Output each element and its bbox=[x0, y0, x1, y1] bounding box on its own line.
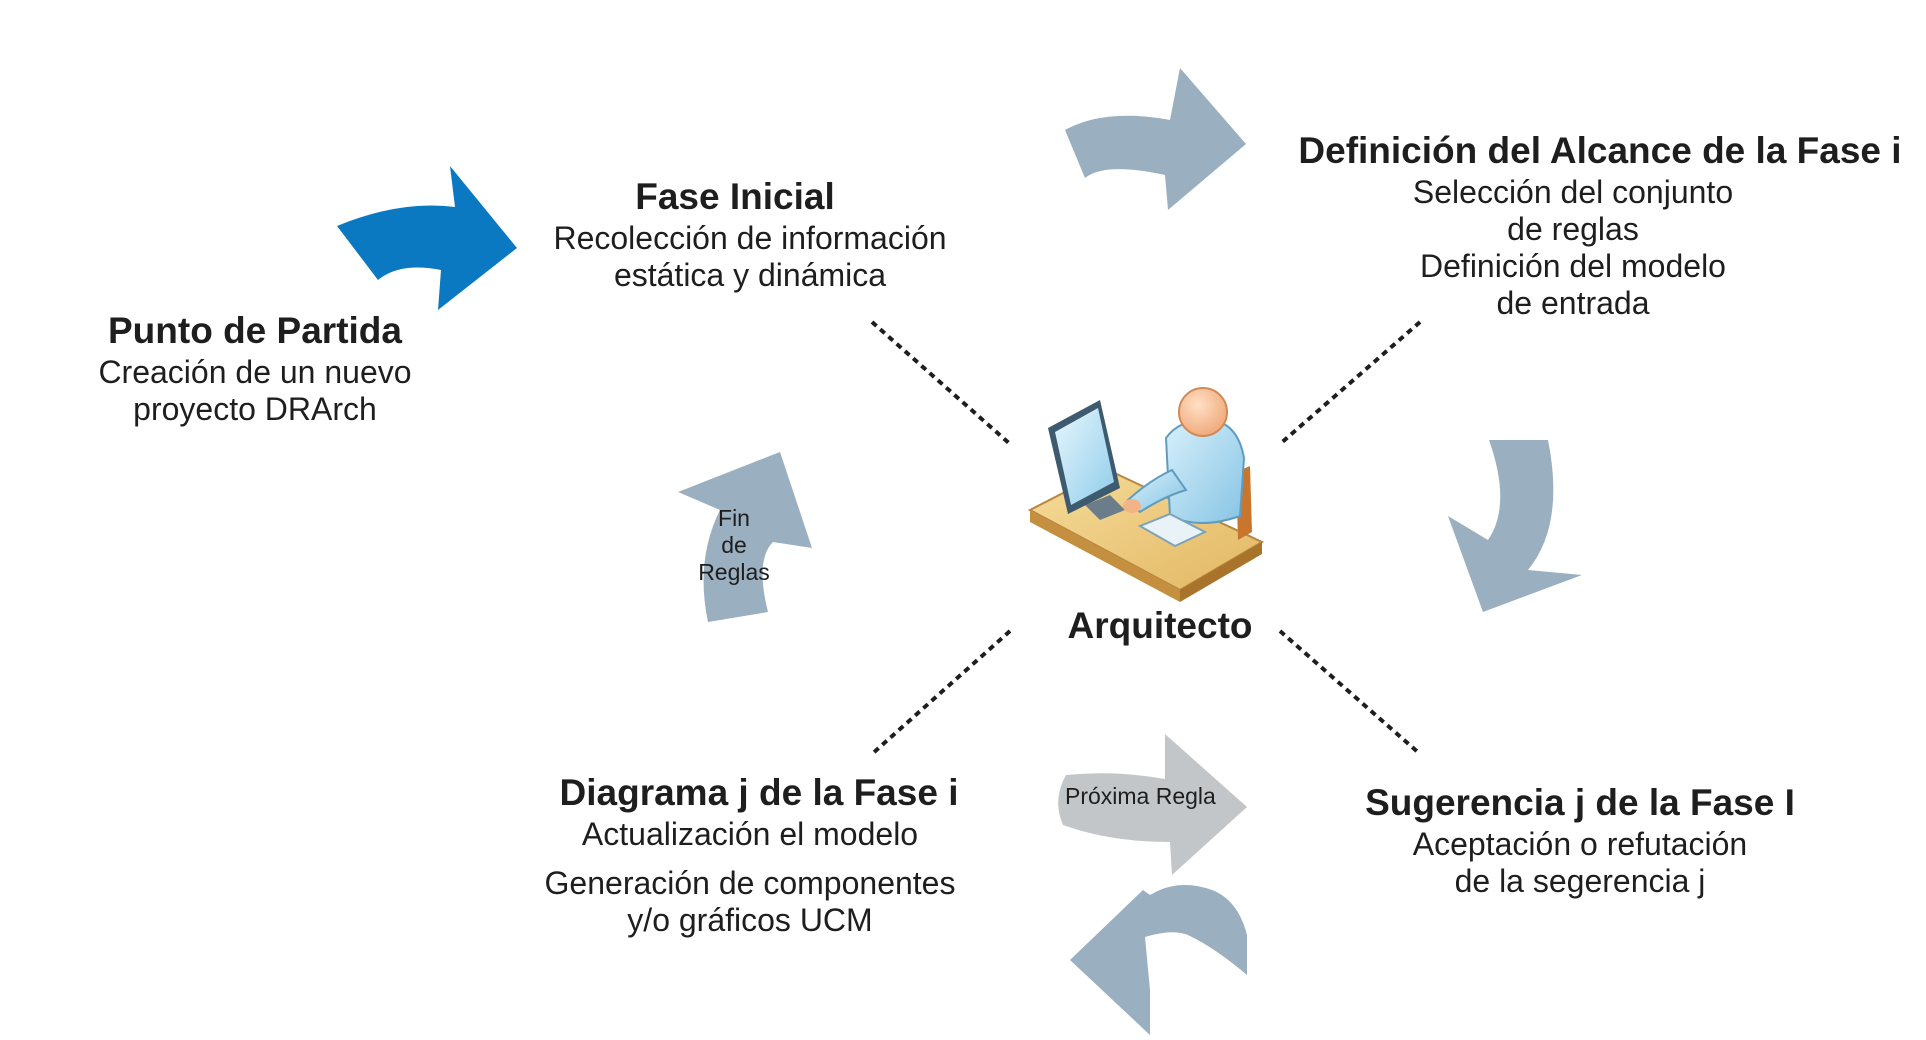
suggestion-line-2: de la segerencia j bbox=[1454, 863, 1706, 899]
scope-definition-line-3: Definición del modelo bbox=[1420, 248, 1726, 284]
diagram-line-1: Actualización el modelo bbox=[581, 816, 919, 852]
end-of-rules-word-3: Reglas bbox=[698, 559, 770, 585]
to-suggestion-arrow bbox=[1448, 440, 1582, 612]
architect-label: Arquitecto bbox=[1067, 605, 1253, 646]
architect-at-computer-icon bbox=[1027, 387, 1265, 602]
start-arrow bbox=[337, 166, 517, 310]
next-rule-label: Próxima Regla bbox=[1065, 783, 1216, 809]
architect-label-block: Arquitecto bbox=[1040, 603, 1280, 649]
end-of-rules-word-1: Fin bbox=[718, 505, 750, 531]
scope-definition-block: Definición del Alcance de la Fase i Sele… bbox=[1280, 128, 1920, 322]
initial-phase-block: Fase Inicial Recolección de información … bbox=[530, 174, 970, 294]
to-diagram-arrow bbox=[1070, 885, 1247, 1035]
diagram-title: Diagrama j de la Fase i bbox=[559, 772, 959, 813]
connector-initial bbox=[870, 320, 1012, 446]
suggestion-block: Sugerencia j de la Fase I Aceptación o r… bbox=[1340, 780, 1820, 900]
initial-phase-line-2: estática y dinámica bbox=[613, 257, 887, 293]
scope-definition-line-4: de entrada bbox=[1496, 285, 1650, 321]
next-rule-arrow bbox=[1058, 734, 1247, 875]
suggestion-line-1: Aceptación o refutación bbox=[1412, 826, 1748, 862]
diagram-line-2: Generación de componentes bbox=[544, 865, 956, 901]
suggestion-title: Sugerencia j de la Fase I bbox=[1365, 782, 1795, 823]
scope-definition-line-2: de reglas bbox=[1507, 211, 1639, 247]
end-of-rules-word-2: de bbox=[721, 532, 747, 558]
diagram-line-3: y/o gráficos UCM bbox=[627, 902, 873, 938]
to-scope-arrow bbox=[1065, 68, 1246, 210]
end-of-rules-arrow bbox=[678, 452, 812, 622]
initial-phase-line-1: Recolección de información bbox=[553, 220, 947, 256]
connector-suggestion bbox=[1278, 629, 1422, 756]
start-line-2: proyecto DRArch bbox=[133, 391, 377, 427]
dotted-connectors bbox=[870, 320, 1422, 756]
scope-definition-title: Definición del Alcance de la Fase i bbox=[1298, 130, 1902, 171]
start-line-1: Creación de un nuevo bbox=[98, 354, 412, 390]
end-of-rules-label: Fin de Reglas bbox=[684, 505, 784, 586]
start-title: Punto de Partida bbox=[108, 310, 402, 351]
scope-definition-line-1: Selección del conjunto bbox=[1412, 174, 1734, 210]
initial-phase-title: Fase Inicial bbox=[635, 176, 835, 217]
connector-diagram bbox=[870, 629, 1012, 756]
connector-scope bbox=[1278, 320, 1422, 446]
diagram-block: Diagrama j de la Fase i Actualización el… bbox=[530, 770, 970, 939]
start-block: Punto de Partida Creación de un nuevo pr… bbox=[70, 308, 440, 428]
